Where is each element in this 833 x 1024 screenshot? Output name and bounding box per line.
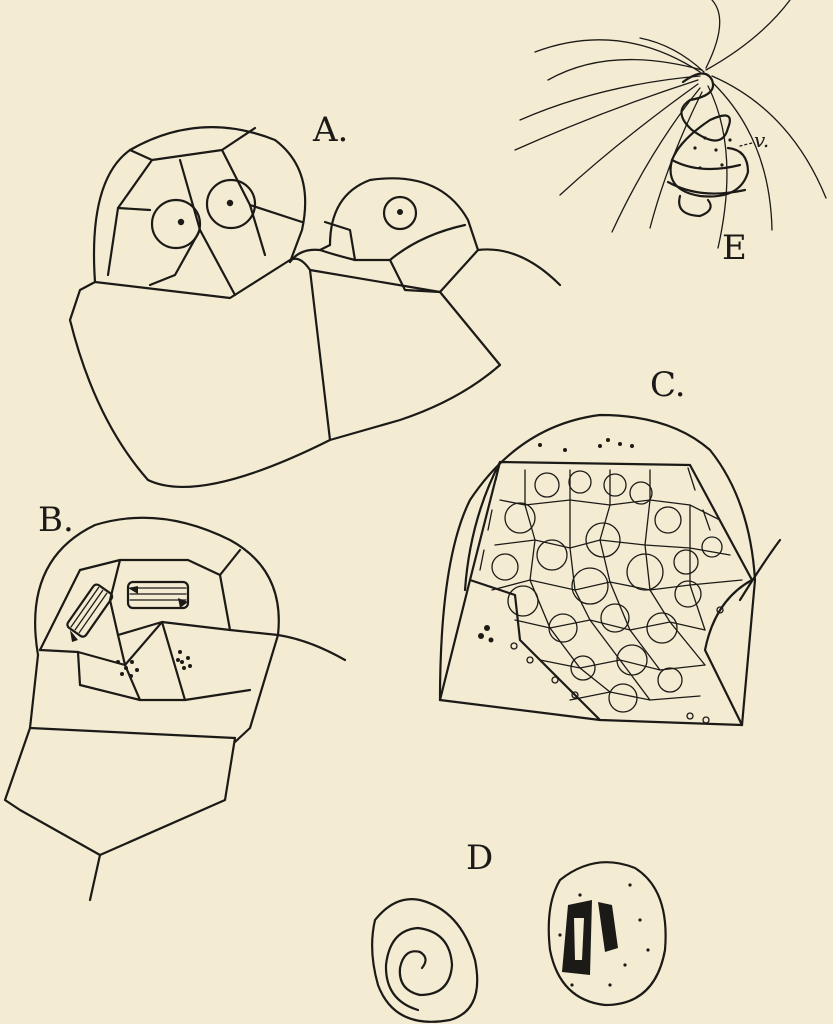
label-v: v. <box>754 128 770 152</box>
figure-a-cells <box>68 126 562 489</box>
label-figure-c: C. <box>650 365 686 405</box>
figure-b-dividing-cell <box>3 516 347 902</box>
figure-e-spiral-organism <box>514 0 827 249</box>
figure-c-tissue <box>438 413 782 727</box>
label-figure-e: E <box>722 228 747 268</box>
label-figure-b: B. <box>38 500 74 540</box>
figure-d-nuclei <box>371 861 667 1023</box>
label-figure-d: D <box>466 838 494 878</box>
label-figure-a: A. <box>313 110 349 150</box>
